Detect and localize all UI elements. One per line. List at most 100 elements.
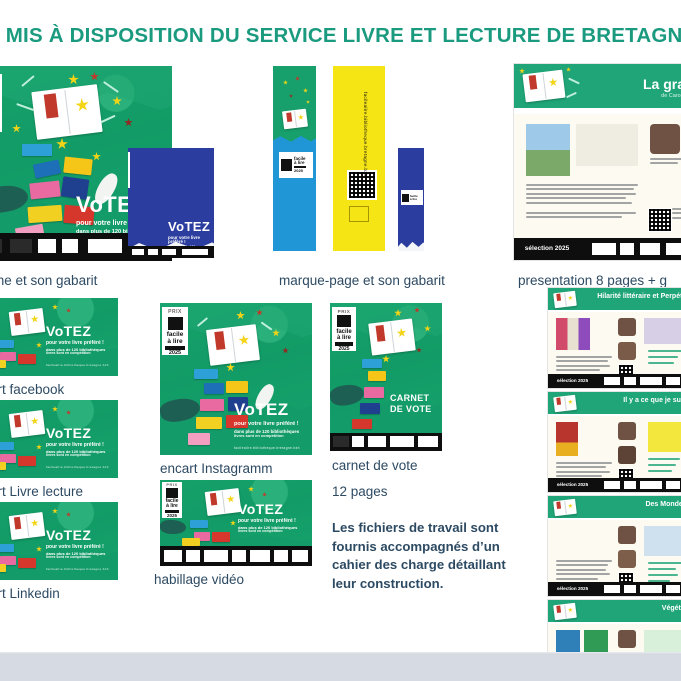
bookmark-prix-badge: facile à lire 2025 [279, 152, 313, 178]
carnet-label-line2: DE VOTE [390, 404, 432, 414]
document-page: S MIS À DISPOSITION DU SERVICE LIVRE ET … [0, 0, 681, 652]
gabarit-prix-badge: PRIX facile à lire 2025 [128, 152, 130, 188]
ig-url: facilealire.bibliotheque.bretagne.bzh [234, 446, 300, 450]
open-book-icon [31, 84, 103, 140]
reader-icon [337, 315, 351, 327]
encart-facebook: VoTEZ pour votre livre préféré ! dans pl… [0, 298, 118, 376]
encart-linkedin: VoTEZ pour votre livre préféré ! dans pl… [0, 502, 118, 580]
reader-icon [402, 193, 409, 202]
cv-prix-label: PRIX [337, 309, 351, 314]
marque-page-gabarit: facile à lire [398, 148, 424, 251]
prix-facile-a-lire-badge: PRIX facile à lire 2025 [0, 74, 2, 132]
fb-sub1: pour votre livre préféré ! [46, 340, 104, 346]
pres2-footer: sélection 2025 [556, 378, 589, 383]
li-sub3: livres sont en compétition [46, 555, 91, 559]
ll-sub2: dans plus de 120 bibliothèques [46, 449, 106, 454]
note-line-3: cahier des charge détaillant [332, 557, 506, 572]
page-bottom-edge [0, 652, 681, 655]
selection-label: sélection 2025 [524, 245, 570, 252]
pres3-title: Il y a ce que je suis [623, 397, 681, 404]
li-headline: VoTEZ [46, 527, 92, 543]
affiche-gabarit: VoTEZ pour votre livre préféré ! dans pl… [128, 148, 214, 258]
instagram-prix-badge: PRIX facile à lire 2025 [162, 307, 188, 355]
gabarit-bookmark-prix: facile à lire [401, 190, 423, 205]
marque-page-back: facilealire.bibliotheque.bretagne.bzh [333, 66, 385, 251]
bookmark-prix-facile: facile [294, 155, 306, 161]
gabarit-prix-year: 2025 [128, 183, 130, 188]
qr-code [347, 170, 377, 200]
ll-headline: VoTEZ [46, 425, 92, 441]
presentation-page-2: Hilarité littéraire et Perpétu [548, 288, 681, 388]
presentation-page-1: La gra de Carole [514, 64, 681, 260]
marque-page-front: facile à lire 2025 [273, 66, 316, 251]
summary-paragraph [526, 184, 638, 206]
presentation-page-5: Végétal sélection 2025 [548, 600, 681, 652]
book-spread-thumb [576, 124, 638, 166]
carnet-de-vote: CARNET DE VOTE PRIX facile à lire 2025 [330, 303, 442, 451]
gb-alire: à lire [410, 196, 418, 201]
note-text: Les fichiers de travail sont fournis acc… [332, 519, 506, 593]
bookmark-green-top [273, 66, 316, 152]
prix-year: 2025 [0, 123, 2, 130]
cv-prix-year: 2025 [338, 345, 350, 352]
pres2-title: Hilarité littéraire et Perpétu [597, 293, 681, 300]
note-line-4: leur construction. [332, 575, 444, 591]
presentation-title: La gra [642, 76, 681, 92]
prix-alire: à lire [0, 110, 2, 118]
caption-affiche: che et son gabarit [0, 273, 98, 288]
ig-sub2: dans plus de 120 bibliothèques [234, 428, 300, 434]
li-sub2: dans plus de 120 bibliothèques [46, 551, 106, 556]
votez-sub1: pour votre livre préféré ! [76, 220, 157, 227]
cv-prix-bar [335, 342, 353, 346]
fb-url: facilealire.bibliotheque.bretagne.bzh [46, 362, 109, 367]
ll-url: facilealire.bibliotheque.bretagne.bzh [46, 464, 109, 469]
hv-sub1: pour votre livre préféré ! [238, 518, 296, 524]
bookmark-prix-bar [294, 165, 306, 169]
reader-icon [166, 488, 178, 498]
qr-code [648, 208, 672, 232]
presentation-subtitle: de Carole [661, 93, 681, 99]
caption-carnet-line2: 12 pages [332, 484, 388, 499]
reader-icon [167, 317, 183, 330]
caption-carnet-line1: carnet de vote [332, 458, 418, 473]
page-title: S MIS À DISPOSITION DU SERVICE LIVRE ET … [0, 24, 681, 47]
ig-prix-label: PRIX [168, 309, 182, 315]
caption-encart-facebook: art facebook [0, 382, 65, 397]
gabarit-prix-label: PRIX [128, 152, 130, 157]
ll-sub1: pour votre livre préféré ! [46, 442, 104, 448]
caption-encart-linkedin: art Linkedin [0, 586, 60, 601]
votez-sub2: dans plus de 120 bibliothèques [76, 229, 159, 235]
gb-facile: facile [410, 193, 418, 198]
hv-prix-label: PRIX [166, 482, 178, 487]
presentation-footer: sélection 2025 [514, 238, 681, 260]
video-prix-badge: PRIX facile à lire 2025 [162, 482, 182, 518]
ig-prix-year: 2025 [168, 349, 182, 356]
hv-prix-year: 2025 [166, 513, 177, 518]
prix-facile: facile [0, 102, 2, 110]
cv-prix-alire: à lire [336, 335, 351, 341]
fb-sub2: dans plus de 120 bibliothèques [46, 347, 106, 352]
gabarit-headline: VoTEZ [168, 219, 211, 234]
ig-sub3: livres sont en compétition [234, 433, 284, 438]
gabarit-prix-alire: à lire [128, 174, 130, 179]
hv-prix-facile: facile [165, 498, 179, 504]
author-photo [650, 124, 680, 154]
reader-icon [281, 159, 292, 171]
caption-encart-livre-lecture: art Livre lecture [0, 484, 84, 499]
note-line-1: Les fichiers de travail sont [332, 520, 499, 535]
encart-livre-lecture: VoTEZ pour votre livre préféré ! dans pl… [0, 400, 118, 478]
prix-label: PRIX [0, 76, 2, 82]
hv-headline: VoTEZ [238, 501, 284, 517]
ig-headline: VoTEZ [234, 400, 289, 419]
presentation-page-3: Il y a ce que je suis sélection 2025 [548, 392, 681, 492]
fb-headline: VoTEZ [46, 323, 92, 339]
caption-habillage-video: habillage vidéo [154, 572, 245, 587]
caption-encart-instagram: encart Instagramm [160, 461, 273, 476]
ig-prix-facile: facile [166, 331, 184, 338]
carnet-prix-badge: PRIX facile à lire 2025 [332, 307, 356, 351]
caption-presentation: presentation 8 pages + g [518, 273, 667, 288]
note-line-2: fournis accompagnés d’un [332, 538, 500, 554]
book-cover-thumb [526, 124, 570, 176]
encart-instagram: VoTEZ pour votre livre préféré ! dans pl… [160, 303, 312, 455]
